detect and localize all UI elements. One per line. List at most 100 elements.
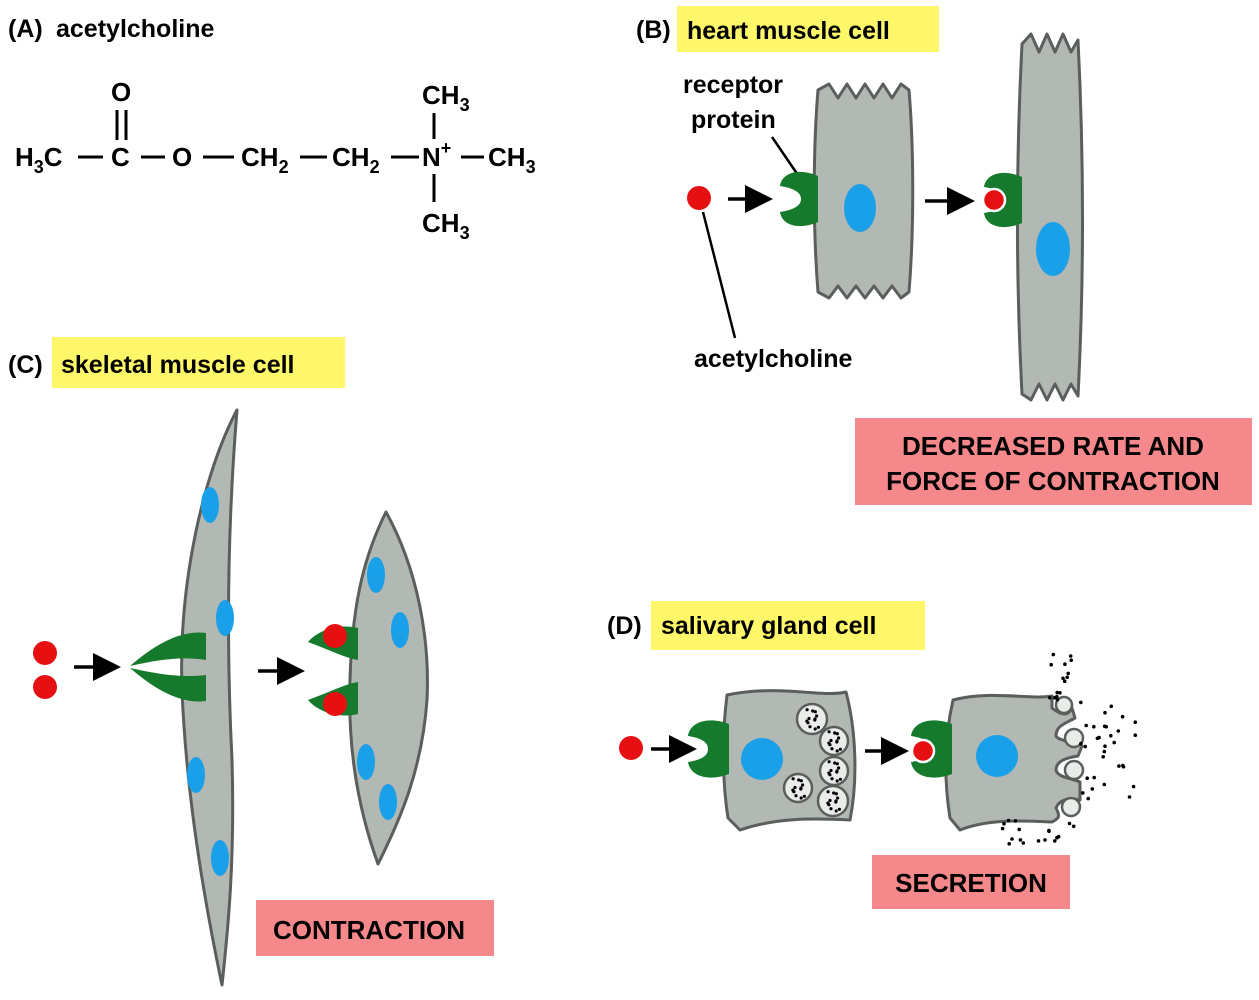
particle-dot (1092, 775, 1096, 780)
particle-dot (1133, 720, 1138, 724)
particle-dot (1062, 679, 1067, 683)
receptor-protein-gland-empty (688, 720, 729, 778)
particle-dot (813, 718, 817, 722)
ester-oxygen: O (172, 142, 192, 172)
particle-dot (838, 747, 843, 751)
particle-dot (833, 761, 837, 765)
particle-dot (1071, 824, 1076, 829)
acetylcholine-bound (981, 187, 1007, 213)
particle-dot (1055, 698, 1060, 702)
particle-dot (1056, 834, 1061, 839)
particle-dot (827, 730, 831, 734)
acetylcholine-label: acetylcholine (694, 345, 852, 373)
receptor-protein-empty-top (130, 632, 206, 666)
open-vesicle (1054, 695, 1074, 715)
secretory-vesicle (818, 755, 850, 787)
particle-dot (1013, 819, 1018, 823)
panel-b-title: heart muscle cell (687, 17, 890, 45)
acetylcholine-bound-bottom (323, 692, 347, 716)
particle-dot (793, 785, 797, 790)
particle-dot (1000, 826, 1005, 831)
gland-nucleus-resting (741, 738, 783, 780)
heart-muscle-cell-elongated (1016, 32, 1084, 402)
particle-dot (1055, 690, 1059, 695)
particle-dot (801, 783, 805, 787)
particle-dot (826, 790, 830, 794)
particle-dot (1002, 821, 1006, 826)
particle-dot (837, 807, 842, 811)
panel-d-title: salivary gland cell (661, 612, 876, 640)
open-vesicle (1060, 796, 1082, 818)
acetylcholine-molecule-1 (33, 641, 57, 665)
particle-dot (794, 794, 798, 798)
particle-dot (1081, 791, 1085, 795)
particle-dot (1116, 729, 1121, 733)
particle-dot (836, 796, 840, 800)
particle-dot (1086, 796, 1090, 801)
skeletal-nucleus-2 (216, 600, 234, 636)
particle-dot (807, 716, 811, 721)
particle-dot (1095, 736, 1100, 741)
particle-dot (799, 779, 803, 783)
particle-dot (827, 741, 831, 745)
particle-dot (1069, 658, 1073, 662)
methyl-group-bottom: CH3 (422, 208, 470, 243)
skeletal-nucleus-4 (211, 840, 229, 876)
particle-dot (1131, 784, 1136, 789)
particle-dot (1121, 763, 1125, 768)
acetylcholine-bound-top (323, 624, 347, 648)
acetylcholine-bound-gland (910, 738, 936, 764)
particle-dot (828, 798, 832, 803)
particle-dot (832, 791, 836, 795)
exocytosis-pockets (1054, 695, 1085, 818)
panel-d: (D) salivary gland cell (607, 601, 1138, 909)
particle-dot (1061, 676, 1065, 681)
panel-d-result: SECRETION (895, 868, 1047, 898)
particle-dot (805, 708, 809, 712)
particle-dot (808, 725, 812, 729)
acetylcholine-molecule (687, 186, 711, 210)
particle-dot (835, 732, 839, 736)
quaternary-nitrogen: N+ (422, 138, 451, 172)
panel-c-result-box (256, 900, 494, 956)
methyl-group-right: CH3 (488, 142, 536, 177)
particle-dot (1101, 755, 1105, 759)
panel-a-title: acetylcholine (56, 15, 214, 43)
receptor-label-line-2: protein (691, 106, 776, 134)
panel-d-result-box (872, 855, 1070, 909)
particle-dot (1053, 839, 1057, 843)
panel-b: (B) heart muscle cell receptor protein a… (636, 6, 1252, 505)
particle-dot (835, 749, 839, 753)
particle-dot (830, 747, 834, 751)
particle-dot (791, 788, 795, 792)
particle-dot (835, 762, 839, 766)
particle-dot (799, 787, 803, 791)
particle-dot (1006, 818, 1011, 823)
particle-dot (1092, 724, 1096, 729)
panel-c-letter: (C) (8, 351, 43, 379)
methylene-1: CH2 (241, 142, 289, 177)
particle-dot (835, 770, 839, 774)
methyl-group-top: CH3 (422, 80, 470, 115)
panel-b-result-line-1: DECREASED RATE AND (902, 431, 1204, 461)
panel-d-letter: (D) (607, 612, 642, 640)
particle-dot (1102, 749, 1107, 754)
open-vesicle (1063, 759, 1085, 781)
particle-dot (1065, 675, 1069, 680)
particle-dot (829, 807, 833, 811)
particle-dot (1043, 838, 1047, 842)
particle-dot (1120, 714, 1125, 719)
particle-dot (1090, 787, 1095, 791)
particle-dot (827, 771, 831, 775)
particle-dot (1017, 827, 1021, 832)
particle-dot (1063, 662, 1067, 666)
particle-dot (1048, 695, 1052, 700)
carbonyl-carbon: C (111, 142, 130, 172)
receptor-label-line-1: receptor (683, 71, 783, 99)
particle-dot (1112, 740, 1116, 745)
particle-dot (830, 777, 834, 781)
particle-dot (1104, 724, 1108, 729)
particle-dot (802, 794, 807, 798)
panel-b-letter: (B) (636, 16, 671, 44)
